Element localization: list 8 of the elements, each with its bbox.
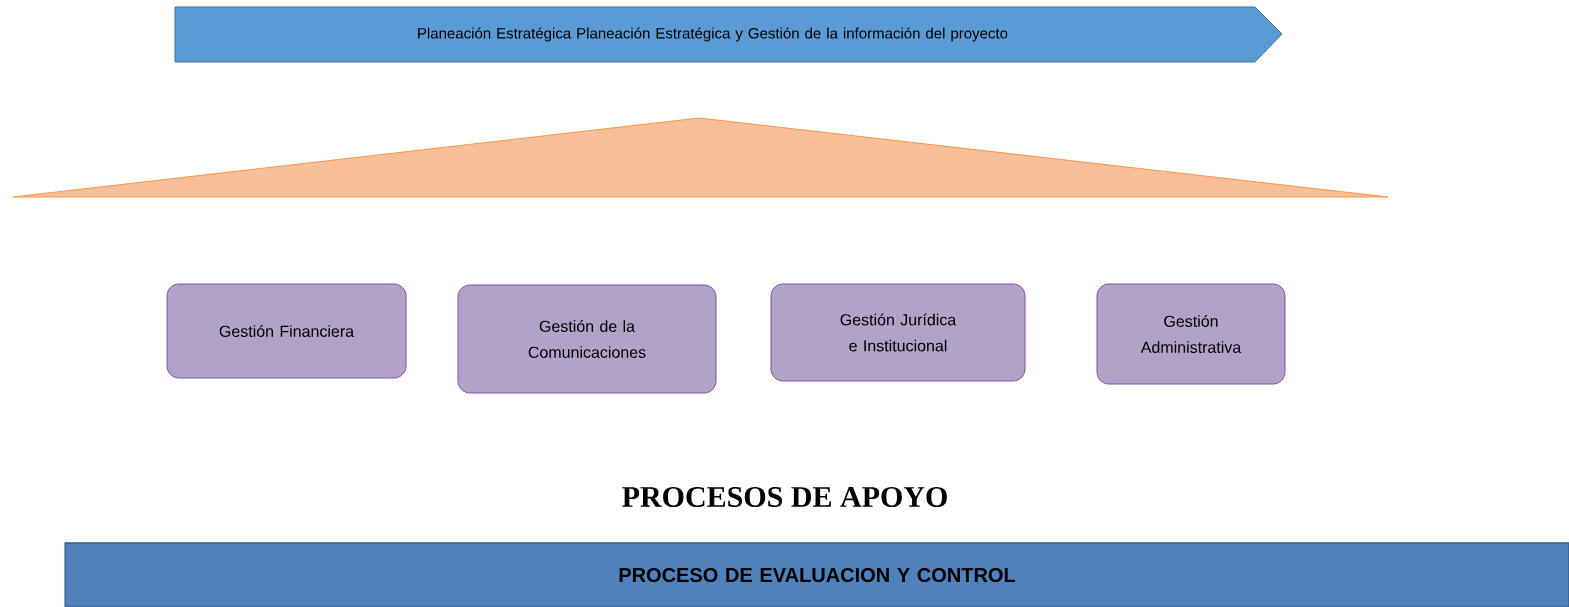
triangle-shape bbox=[12, 117, 1389, 198]
arrow-banner: Planeación Estratégica Planeación Estratégica y Gestión de la información del proyecto bbox=[174, 6, 1283, 63]
process-box: Gestión Jurídica e Institucional bbox=[770, 283, 1026, 382]
process-box: Gestión Financiera bbox=[166, 283, 407, 379]
process-banner: PROCESO DE EVALUACION Y CONTROL bbox=[64, 542, 1569, 607]
section-heading: PROCESOS DE APOYO bbox=[622, 486, 947, 508]
process-box: Gestión Administrativa bbox=[1096, 283, 1286, 385]
process-box: Gestión de la Comunicaciones bbox=[457, 284, 717, 394]
